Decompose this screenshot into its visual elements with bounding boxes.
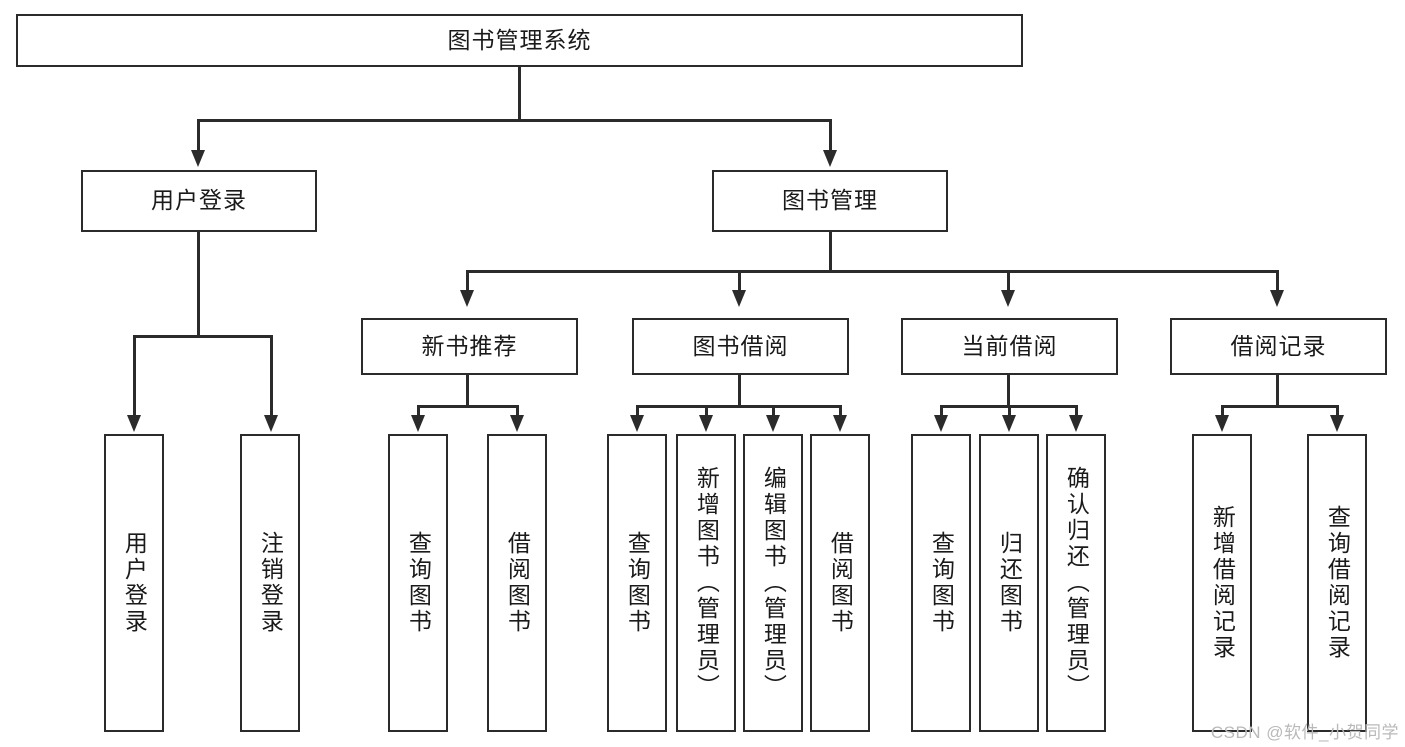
node-leaf-add-record[interactable]: 新增借阅记录	[1192, 434, 1252, 732]
connector-to-user-login	[197, 119, 200, 152]
connector-to-leaf-edit-book	[772, 405, 775, 417]
connector-to-leaf-query-record	[1336, 405, 1339, 417]
node-borrow-record[interactable]: 借阅记录	[1170, 318, 1387, 375]
node-new-book-recommend-label: 新书推荐	[421, 332, 518, 359]
arrowhead-leaf-logout	[264, 415, 278, 432]
node-root[interactable]: 图书管理系统	[16, 14, 1023, 67]
arrowhead-borrow-record	[1270, 290, 1284, 307]
arrowhead-leaf-borrow-book-1	[510, 415, 524, 432]
node-leaf-query-book-3[interactable]: 查询图书	[911, 434, 971, 732]
connector-to-leaf-return-book	[1008, 405, 1011, 417]
connector-to-leaf-query-book-3	[940, 405, 943, 417]
connector-new-book-bus	[417, 405, 518, 408]
connector-book-manage-stem	[829, 232, 832, 272]
node-leaf-query-book-2-label: 查询图书	[624, 531, 651, 635]
connector-borrow-record-stem	[1276, 375, 1279, 407]
connector-book-borrow-bus	[636, 405, 841, 408]
node-root-label: 图书管理系统	[447, 26, 592, 53]
node-leaf-borrow-book-2[interactable]: 借阅图书	[810, 434, 870, 732]
node-current-borrow-label: 当前借阅	[961, 332, 1058, 359]
arrowhead-current-borrow	[1001, 290, 1015, 307]
arrowhead-leaf-query-book-2	[630, 415, 644, 432]
arrowhead-book-borrow	[732, 290, 746, 307]
node-leaf-return-book-label: 归还图书	[996, 531, 1023, 635]
connector-to-leaf-borrow-book-2	[839, 405, 842, 417]
node-leaf-user-login[interactable]: 用户登录	[104, 434, 164, 732]
arrowhead-leaf-borrow-book-2	[833, 415, 847, 432]
connector-to-borrow-record	[1276, 270, 1279, 292]
arrowhead-leaf-add-record	[1215, 415, 1229, 432]
connector-to-leaf-borrow-book-1	[516, 405, 519, 417]
node-leaf-add-book-label: 新增图书（管理员）	[693, 466, 720, 700]
connector-borrow-record-bus	[1221, 405, 1338, 408]
node-book-borrow[interactable]: 图书借阅	[632, 318, 849, 375]
connector-to-leaf-logout	[270, 335, 273, 417]
connector-book-borrow-stem	[738, 375, 741, 407]
node-leaf-add-book[interactable]: 新增图书（管理员）	[676, 434, 736, 732]
arrowhead-leaf-query-book-3	[934, 415, 948, 432]
node-leaf-query-book-1-label: 查询图书	[405, 531, 432, 635]
connector-to-new-book	[466, 270, 469, 292]
node-book-borrow-label: 图书借阅	[692, 332, 789, 359]
node-leaf-add-record-label: 新增借阅记录	[1209, 505, 1236, 661]
connector-to-book-borrow	[738, 270, 741, 292]
connector-user-login-bus	[133, 335, 272, 338]
node-user-login[interactable]: 用户登录	[81, 170, 317, 232]
connector-level2-bus	[197, 119, 831, 122]
connector-to-current-borrow	[1007, 270, 1010, 292]
arrowhead-book-manage	[823, 150, 837, 167]
connector-to-leaf-add-book	[705, 405, 708, 417]
connector-to-leaf-query-book-1	[417, 405, 420, 417]
connector-root-stem	[518, 66, 521, 120]
arrowhead-leaf-query-record	[1330, 415, 1344, 432]
node-leaf-logout-login-label: 注销登录	[257, 531, 284, 635]
node-new-book-recommend[interactable]: 新书推荐	[361, 318, 578, 375]
arrowhead-leaf-query-book-1	[411, 415, 425, 432]
node-current-borrow[interactable]: 当前借阅	[901, 318, 1118, 375]
connector-current-borrow-stem	[1007, 375, 1010, 407]
node-leaf-return-book[interactable]: 归还图书	[979, 434, 1039, 732]
arrowhead-leaf-confirm-return	[1069, 415, 1083, 432]
connector-to-book-manage	[829, 119, 832, 152]
connector-new-book-stem	[466, 375, 469, 407]
arrowhead-leaf-user-login	[127, 415, 141, 432]
node-leaf-confirm-return-label: 确认归还（管理员）	[1063, 466, 1090, 700]
node-leaf-query-book-1[interactable]: 查询图书	[388, 434, 448, 732]
node-leaf-borrow-book-1[interactable]: 借阅图书	[487, 434, 547, 732]
node-leaf-confirm-return[interactable]: 确认归还（管理员）	[1046, 434, 1106, 732]
node-book-manage-label: 图书管理	[782, 187, 878, 214]
node-borrow-record-label: 借阅记录	[1230, 332, 1327, 359]
node-leaf-query-book-2[interactable]: 查询图书	[607, 434, 667, 732]
node-leaf-borrow-book-2-label: 借阅图书	[827, 531, 854, 635]
node-leaf-borrow-book-1-label: 借阅图书	[504, 531, 531, 635]
node-leaf-edit-book-label: 编辑图书（管理员）	[760, 466, 787, 700]
connector-user-login-stem	[197, 232, 200, 337]
arrowhead-new-book	[460, 290, 474, 307]
arrowhead-leaf-add-book	[699, 415, 713, 432]
connector-to-leaf-user-login	[133, 335, 136, 417]
connector-level3-bus	[466, 270, 1278, 273]
node-user-login-label: 用户登录	[151, 187, 247, 214]
arrowhead-leaf-edit-book	[766, 415, 780, 432]
node-book-manage[interactable]: 图书管理	[712, 170, 948, 232]
connector-to-leaf-add-record	[1221, 405, 1224, 417]
node-leaf-user-login-label: 用户登录	[121, 531, 148, 635]
node-leaf-logout-login[interactable]: 注销登录	[240, 434, 300, 732]
csdn-watermark: CSDN @软件_小贺同学	[1210, 723, 1399, 742]
node-leaf-query-record[interactable]: 查询借阅记录	[1307, 434, 1367, 732]
connector-to-leaf-query-book-2	[636, 405, 639, 417]
node-leaf-query-book-3-label: 查询图书	[928, 531, 955, 635]
connector-to-leaf-confirm-return	[1075, 405, 1078, 417]
arrowhead-user-login	[191, 150, 205, 167]
node-leaf-edit-book[interactable]: 编辑图书（管理员）	[743, 434, 803, 732]
node-leaf-query-record-label: 查询借阅记录	[1324, 505, 1351, 661]
arrowhead-leaf-return-book	[1002, 415, 1016, 432]
